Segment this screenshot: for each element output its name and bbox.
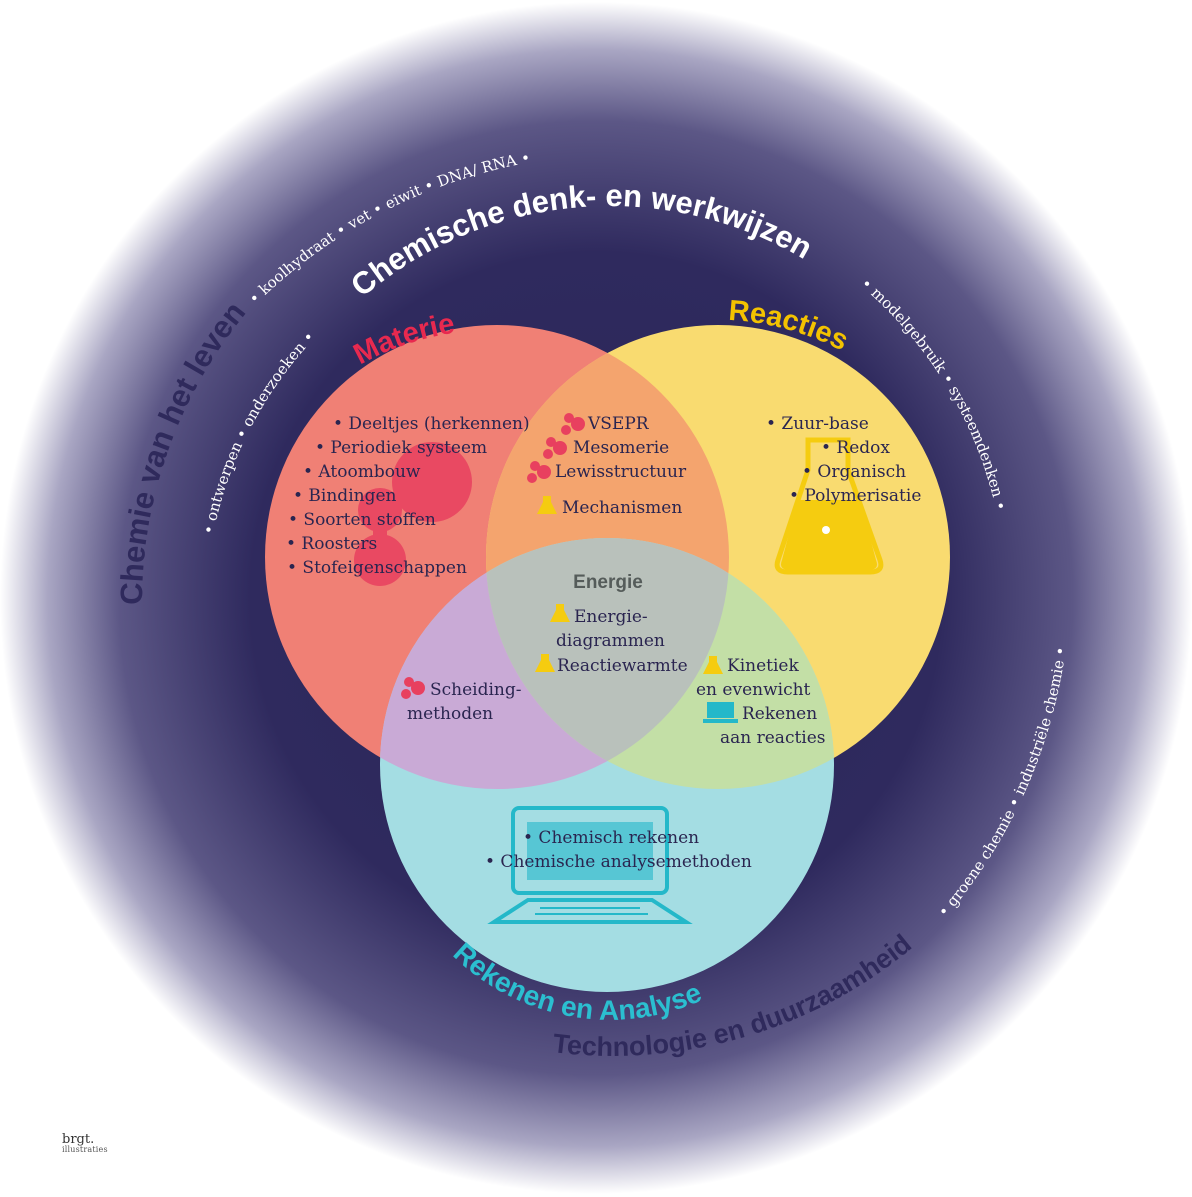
materie-list: • Deeltjes (herkennen) • Periodiek syste… (286, 414, 530, 578)
molecule-icon (401, 677, 425, 699)
laptop-icon (487, 806, 693, 924)
flask-icon (535, 654, 555, 672)
list-item: • Bindingen (293, 486, 397, 506)
materie-rekenen-list: Scheiding- methoden (401, 677, 522, 724)
list-item: Scheiding- (430, 680, 522, 700)
list-item: methoden (407, 704, 493, 724)
list-item: Reactiewarmte (557, 656, 688, 676)
rekenen-list: • Chemisch rekenen • Chemische analyseme… (485, 828, 752, 872)
list-item: Mesomerie (573, 438, 669, 458)
list-item: • Chemisch rekenen (523, 828, 699, 848)
list-item: • Periodiek systeem (315, 438, 487, 458)
flask-icon (537, 496, 557, 514)
list-item: • Atoombouw (303, 462, 421, 482)
materie-reacties-list: VSEPR Mesomerie Lewisstructuur Mechanism… (527, 413, 687, 518)
list-item: VSEPR (587, 414, 650, 434)
flask-icon (550, 604, 570, 622)
credit-line1: brgt. (62, 1132, 95, 1147)
list-item: • Soorten stoffen (288, 510, 436, 530)
list-item: en evenwicht (696, 680, 811, 700)
credit-line2: illustraties (62, 1145, 108, 1154)
reacties-rekenen-list: Kinetiek en evenwicht Rekenen aan reacti… (696, 656, 826, 748)
center-title: Energie (573, 572, 643, 593)
list-item: • Chemische analysemethoden (485, 852, 752, 872)
list-item: • Organisch (802, 462, 906, 482)
list-item: Rekenen (742, 704, 817, 724)
molecule-icon (527, 413, 585, 483)
list-item: • Deeltjes (herkennen) (333, 414, 530, 434)
list-item: • Redox (821, 438, 890, 458)
list-item: • Polymerisatie (789, 486, 921, 506)
list-item: Kinetiek (727, 656, 799, 676)
credit-logo: brgt. illustraties (62, 1133, 108, 1154)
list-item: diagrammen (556, 631, 665, 651)
list-item: • Roosters (286, 534, 377, 554)
list-item: Mechanismen (562, 498, 682, 518)
laptop-icon (703, 702, 738, 723)
list-item: • Stofeigenschappen (287, 558, 467, 578)
flask-icon (774, 437, 884, 575)
list-item: Lewisstructuur (555, 462, 687, 482)
molecule-icon (354, 442, 472, 586)
list-item: Energie- (574, 607, 648, 627)
list-item: aan reacties (720, 728, 826, 748)
reacties-list: • Zuur-base • Redox • Organisch • Polyme… (766, 414, 921, 506)
list-item: • Zuur-base (766, 414, 869, 434)
flask-icon (703, 656, 723, 674)
center-energie: Energie Energie- diagrammen Reactiewarmt… (535, 572, 688, 676)
venn (265, 325, 950, 992)
